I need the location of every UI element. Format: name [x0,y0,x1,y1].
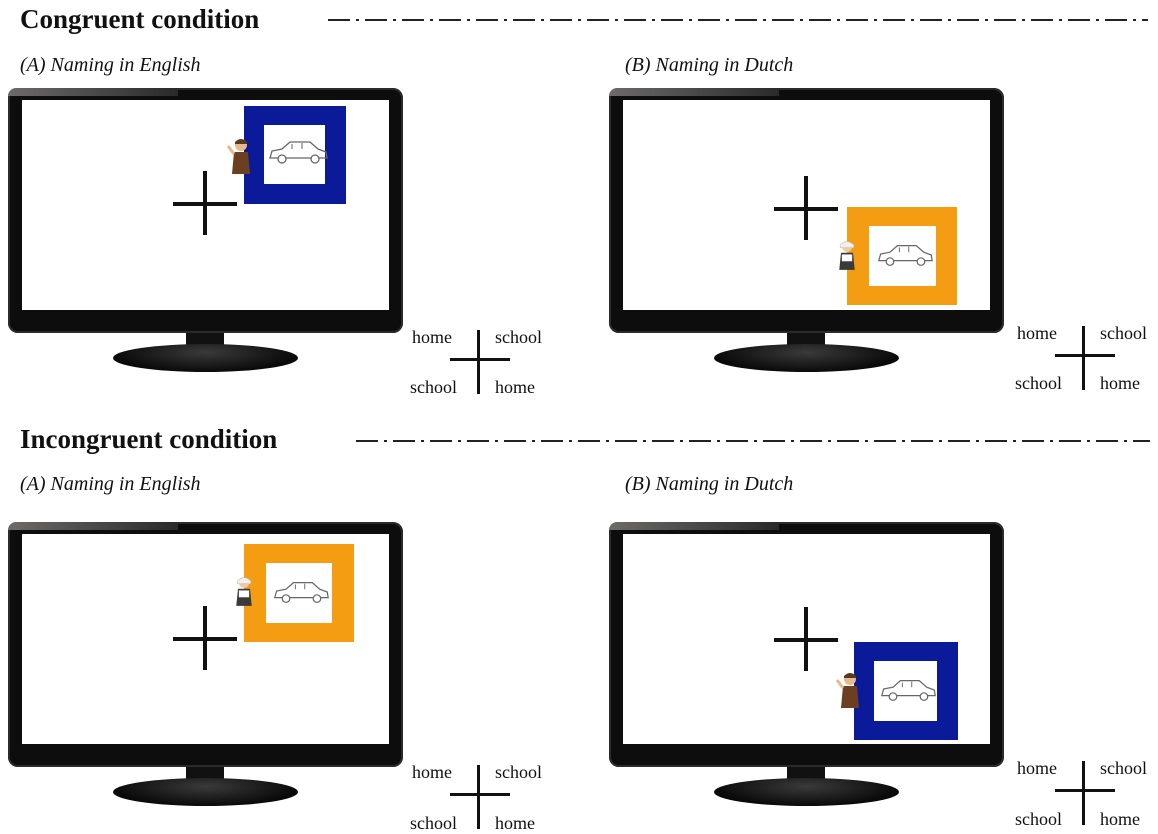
key-cross [477,765,480,829]
character-icon [226,139,250,174]
key-cross [1082,326,1085,390]
color-frame [854,642,958,740]
key-label-bottom-right: home [495,813,535,833]
character-icon [839,241,855,270]
key-cross [477,330,480,394]
section-title-congruent: Congruent condition [20,4,260,34]
key-cross [450,358,510,361]
key-label-top-left: home [412,327,452,347]
key-label-bottom-left: school [410,377,457,397]
key-label-top-right: school [1100,758,1147,778]
key-label-top-right: school [495,327,542,347]
panel-subtitle: (B) Naming in Dutch [625,473,794,495]
monitor-base [113,778,298,806]
monitor [8,88,403,380]
panel-subtitle: (A) Naming in English [20,54,201,76]
response-key-mapping: home school school home [410,762,560,833]
panel-subtitle: (A) Naming in English [20,473,201,495]
fixation-cross [173,202,237,206]
color-frame [244,544,354,642]
response-key-mapping: home school school home [1015,758,1158,829]
fixation-cross [774,638,838,642]
key-label-bottom-right: home [495,377,535,397]
fixation-cross [173,637,237,641]
key-cross [1055,789,1115,792]
character-icon [236,577,252,606]
key-label-bottom-left: school [410,813,457,833]
monitor-base [714,778,899,806]
section-title-incongruent: Incongruent condition [20,424,278,454]
key-label-bottom-left: school [1015,809,1062,829]
section-divider [328,19,1148,21]
monitor [8,522,403,814]
key-label-top-left: home [1017,758,1057,778]
car-icon [880,680,936,701]
monitor-base [113,344,298,372]
response-key-mapping: home school school home [1015,323,1158,393]
car-icon [877,245,933,266]
character-icon [835,673,859,708]
key-label-top-left: home [1017,323,1057,343]
key-cross [1082,761,1085,825]
key-label-bottom-left: school [1015,373,1062,393]
key-label-bottom-right: home [1100,809,1140,829]
color-frame [847,207,957,305]
monitor [609,522,1004,814]
car-icon [273,582,329,603]
key-cross [1055,354,1115,357]
section-divider [356,440,1150,442]
panel-subtitle: (B) Naming in Dutch [625,54,794,76]
response-key-mapping: home school school home [410,327,560,397]
monitor [609,88,1004,380]
key-label-top-right: school [495,762,542,782]
car-icon [269,141,328,164]
key-label-bottom-right: home [1100,373,1140,393]
key-label-top-left: home [412,762,452,782]
fixation-cross [774,207,838,211]
monitor-base [714,344,899,372]
key-label-top-right: school [1100,323,1147,343]
key-cross [450,793,510,796]
